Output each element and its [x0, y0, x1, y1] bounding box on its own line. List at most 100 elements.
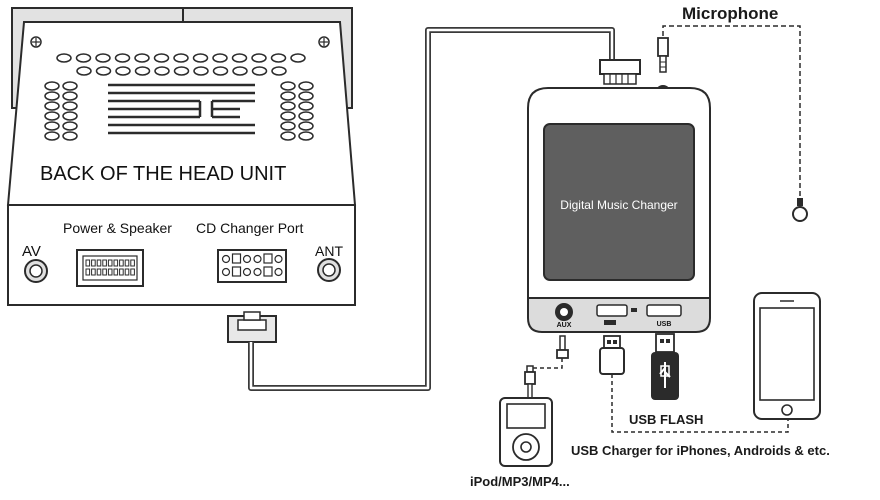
aux-port-label: AUX: [557, 322, 572, 329]
vent-slot: [56, 53, 72, 63]
vent-slot: [298, 101, 314, 111]
vent-slot: [193, 66, 209, 76]
vent-slot: [280, 111, 296, 121]
vent-slot: [298, 81, 314, 91]
connector-pin: [85, 268, 91, 276]
vent-slot: [298, 91, 314, 101]
power-speaker-connector-icon: [76, 249, 144, 287]
ipod-plug-icon: [524, 365, 536, 399]
head-unit: BACK OF THE HEAD UNIT Power & Speaker CD…: [6, 7, 357, 343]
vent-slot: [271, 66, 287, 76]
connector-pin: [96, 268, 102, 276]
vent-slot: [95, 66, 112, 76]
vent-slot: [62, 81, 78, 91]
connector-pin: [221, 267, 231, 277]
microphone-label: Microphone: [682, 4, 778, 23]
vent-slot: [280, 81, 296, 91]
aux-port-icon: [555, 303, 573, 321]
usb-flash-label: USB FLASH: [629, 412, 703, 427]
vent-slot: [290, 53, 306, 63]
vent-slot: [251, 66, 268, 76]
connector-pin: [91, 259, 96, 267]
connector-pin: [274, 254, 283, 264]
usb-charger-label: USB Charger for iPhones, Androids & etc.: [571, 443, 830, 458]
connector-pin: [130, 268, 135, 276]
connector-pin: [242, 254, 252, 264]
connector-pin: [242, 267, 252, 277]
usb-port-label: USB: [657, 321, 672, 328]
connector-pin: [130, 259, 135, 267]
charger-port-icon: [596, 304, 637, 325]
vent-slot: [280, 101, 296, 111]
connector-pin: [231, 253, 242, 264]
cd-changer-port-label: CD Changer Port: [196, 220, 303, 236]
vent-slot: [298, 121, 314, 131]
head-unit-title: BACK OF THE HEAD UNIT: [40, 163, 286, 185]
vent-slot: [62, 131, 78, 141]
vent-slot: [75, 53, 92, 63]
vent-slot: [192, 53, 209, 63]
usb-charger-plug-icon: [599, 335, 625, 375]
vent-slot: [115, 66, 131, 76]
vent-slot: [134, 66, 151, 76]
ipod-label: iPod/MP3/MP4...: [470, 474, 570, 489]
connector-pin: [119, 268, 124, 276]
connector-pin: [124, 268, 130, 276]
vent-slot: [62, 111, 78, 121]
changer-harness-connector-icon: [599, 59, 641, 85]
connector-pin: [253, 254, 262, 264]
changer-screen-label: Digital Music Changer: [560, 198, 677, 212]
vent-slot: [173, 66, 190, 76]
vent-slot: [280, 91, 296, 101]
vent-slot: [114, 53, 131, 63]
cd-changer-plug-icon: [227, 311, 277, 343]
vent-slot: [298, 131, 314, 141]
connector-pin: [96, 259, 102, 267]
vent-slot: [62, 121, 78, 131]
screw-icon: [30, 36, 42, 48]
smartphone-icon: [753, 292, 821, 420]
connector-pin: [113, 259, 119, 267]
vent-slot: [232, 66, 248, 76]
vent-slot: [134, 53, 150, 63]
connector-pin: [231, 266, 242, 277]
aux-cable-plug-icon: [556, 335, 569, 359]
aux-cable: [529, 358, 563, 370]
connector-pin: [113, 268, 119, 276]
connector-pin: [102, 259, 107, 267]
connector-pin: [85, 259, 91, 267]
vent-slots: [44, 53, 314, 141]
vent-slot: [62, 91, 78, 101]
vent-slot: [44, 131, 60, 141]
connector-pin: [91, 268, 96, 276]
vent-slot: [212, 66, 229, 76]
vent-slot: [173, 53, 189, 63]
vent-slot: [153, 53, 170, 63]
connector-pin: [102, 268, 107, 276]
digital-music-changer: Digital Music Changer AUX USB: [527, 87, 711, 333]
connector-pin: [107, 259, 113, 267]
vent-slot: [44, 101, 60, 111]
vent-slot: [280, 121, 296, 131]
head-unit-port-panel: [7, 204, 356, 306]
vent-slot: [44, 81, 60, 91]
connector-pin: [221, 254, 231, 264]
usb-charger-cable: [611, 374, 789, 433]
usb-port-icon: [646, 304, 682, 317]
connector-pin: [124, 259, 130, 267]
vent-slot: [251, 53, 267, 63]
av-label: AV: [22, 243, 41, 260]
vent-slot: [154, 66, 170, 76]
vent-slot: [270, 53, 287, 63]
connector-pin: [263, 266, 273, 277]
vent-slot: [44, 91, 60, 101]
ipod-icon: [499, 397, 553, 467]
vent-slot: [62, 101, 78, 111]
vent-slot: [280, 131, 296, 141]
usb-flash-drive-icon: [651, 333, 679, 400]
vent-slot: [76, 66, 92, 76]
connector-pin: [107, 268, 113, 276]
microphone-icon: [792, 198, 808, 222]
connector-pin: [263, 253, 273, 264]
connector-pin: [253, 267, 262, 277]
